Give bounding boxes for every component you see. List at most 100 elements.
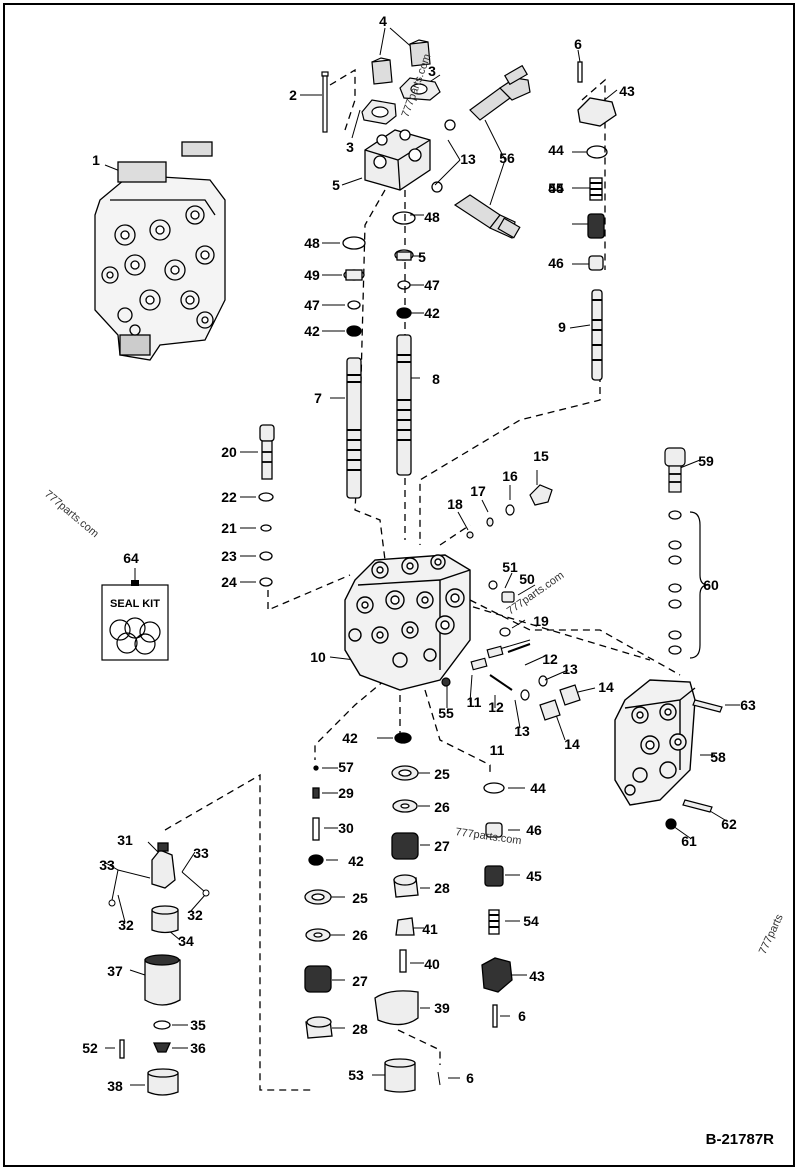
callout-label-36: 36 <box>190 1040 206 1056</box>
right-spool-stack <box>392 211 416 476</box>
top-flange-plates <box>361 77 441 125</box>
drawing-reference-code: B-21787R <box>705 1131 774 1148</box>
callout-label-3: 3 <box>346 139 354 155</box>
callout-label-45: 45 <box>548 180 564 196</box>
callout-label-61: 61 <box>681 833 697 849</box>
callout-label-24: 24 <box>221 574 237 590</box>
callout-label-32: 32 <box>187 907 203 923</box>
callout-label-42: 42 <box>342 730 358 746</box>
callout-label-12: 12 <box>542 651 558 667</box>
callout-label-13: 13 <box>460 151 476 167</box>
callout-label-42: 42 <box>424 305 440 321</box>
callout-label-6: 6 <box>574 36 582 52</box>
left-spool-stack <box>342 236 366 499</box>
callout-label-19: 19 <box>533 613 549 629</box>
callout-label-51: 51 <box>502 559 518 575</box>
callout-label-34: 34 <box>178 933 194 949</box>
callout-label-25: 25 <box>434 766 450 782</box>
lower-center-stack <box>374 732 419 1093</box>
callout-labels: 1233455666789101111121213131314141516171… <box>82 13 756 1094</box>
lower-right-stack <box>481 782 513 1028</box>
callout-label-62: 62 <box>721 816 737 832</box>
callout-label-14: 14 <box>564 736 580 752</box>
callout-label-52: 52 <box>82 1040 98 1056</box>
callout-label-35: 35 <box>190 1017 206 1033</box>
callout-label-43: 43 <box>529 968 545 984</box>
callout-label-33: 33 <box>193 845 209 861</box>
callout-label-26: 26 <box>434 799 450 815</box>
callout-label-59: 59 <box>698 453 714 469</box>
callout-label-3: 3 <box>428 63 436 79</box>
callout-label-46: 46 <box>548 255 564 271</box>
callout-label-63: 63 <box>740 697 756 713</box>
callout-label-55: 55 <box>438 705 454 721</box>
callout-label-42: 42 <box>348 853 364 869</box>
callout-label-27: 27 <box>434 838 450 854</box>
callout-label-47: 47 <box>304 297 320 313</box>
callout-label-56: 56 <box>499 150 515 166</box>
callout-label-26: 26 <box>352 927 368 943</box>
port-relief-parts <box>441 643 581 721</box>
callout-label-20: 20 <box>221 444 237 460</box>
callout-label-8: 8 <box>432 371 440 387</box>
callout-label-60: 60 <box>703 577 719 593</box>
callout-label-39: 39 <box>434 1000 450 1016</box>
callout-label-49: 49 <box>304 267 320 283</box>
callout-label-5: 5 <box>418 249 426 265</box>
callout-label-28: 28 <box>434 880 450 896</box>
relief-valve-stack <box>258 424 275 587</box>
callout-label-38: 38 <box>107 1078 123 1094</box>
callout-label-33: 33 <box>99 857 115 873</box>
small-orings-13 <box>431 119 456 193</box>
callout-label-45: 45 <box>526 868 542 884</box>
callout-label-48: 48 <box>304 235 320 251</box>
watermark-1: 777parts.com <box>42 488 101 540</box>
callout-label-13: 13 <box>514 723 530 739</box>
callout-label-6: 6 <box>466 1070 474 1086</box>
callout-label-2: 2 <box>289 87 297 103</box>
callout-label-10: 10 <box>310 649 326 665</box>
callout-label-46: 46 <box>526 822 542 838</box>
callout-label-64: 64 <box>123 550 139 566</box>
callout-label-7: 7 <box>314 390 322 406</box>
bolt-2 <box>321 71 329 133</box>
callout-label-44: 44 <box>548 142 564 158</box>
callout-label-37: 37 <box>107 963 123 979</box>
main-valve-body <box>344 554 471 691</box>
balls-32-33 <box>108 889 210 907</box>
callout-label-22: 22 <box>221 489 237 505</box>
bracket-60 <box>689 511 709 659</box>
callout-label-12: 12 <box>488 699 504 715</box>
callout-label-54: 54 <box>523 913 539 929</box>
callout-label-17: 17 <box>470 483 486 499</box>
callout-label-41: 41 <box>422 921 438 937</box>
callout-label-40: 40 <box>424 956 440 972</box>
check-valve-parts <box>466 484 553 637</box>
callout-label-11: 11 <box>467 694 482 710</box>
callout-label-48: 48 <box>424 209 440 225</box>
callout-label-14: 14 <box>598 679 614 695</box>
assembled-valve-illustration <box>94 141 226 361</box>
callout-label-57: 57 <box>338 759 354 775</box>
port-plugs-4 <box>371 39 431 85</box>
callout-label-58: 58 <box>710 749 726 765</box>
callout-label-54: 54 <box>548 180 564 196</box>
callout-label-27: 27 <box>352 973 368 989</box>
callout-label-30: 30 <box>338 820 354 836</box>
callout-label-9: 9 <box>558 319 566 335</box>
callout-label-21: 21 <box>221 520 237 536</box>
callout-label-53: 53 <box>348 1067 364 1083</box>
callout-label-1: 1 <box>92 152 100 168</box>
callout-label-4: 4 <box>379 13 387 29</box>
lower-far-left-stack <box>119 842 181 1096</box>
inlet-small-parts <box>664 447 723 830</box>
callout-label-25: 25 <box>352 890 368 906</box>
callout-label-31: 31 <box>117 832 133 848</box>
callout-label-50: 50 <box>519 571 535 587</box>
callout-label-23: 23 <box>221 548 237 564</box>
callout-label-11: 11 <box>490 742 505 758</box>
callout-label-5: 5 <box>332 177 340 193</box>
solenoid-cartridges-56 <box>453 64 531 239</box>
seal-kit-label: SEAL KIT <box>110 598 160 610</box>
